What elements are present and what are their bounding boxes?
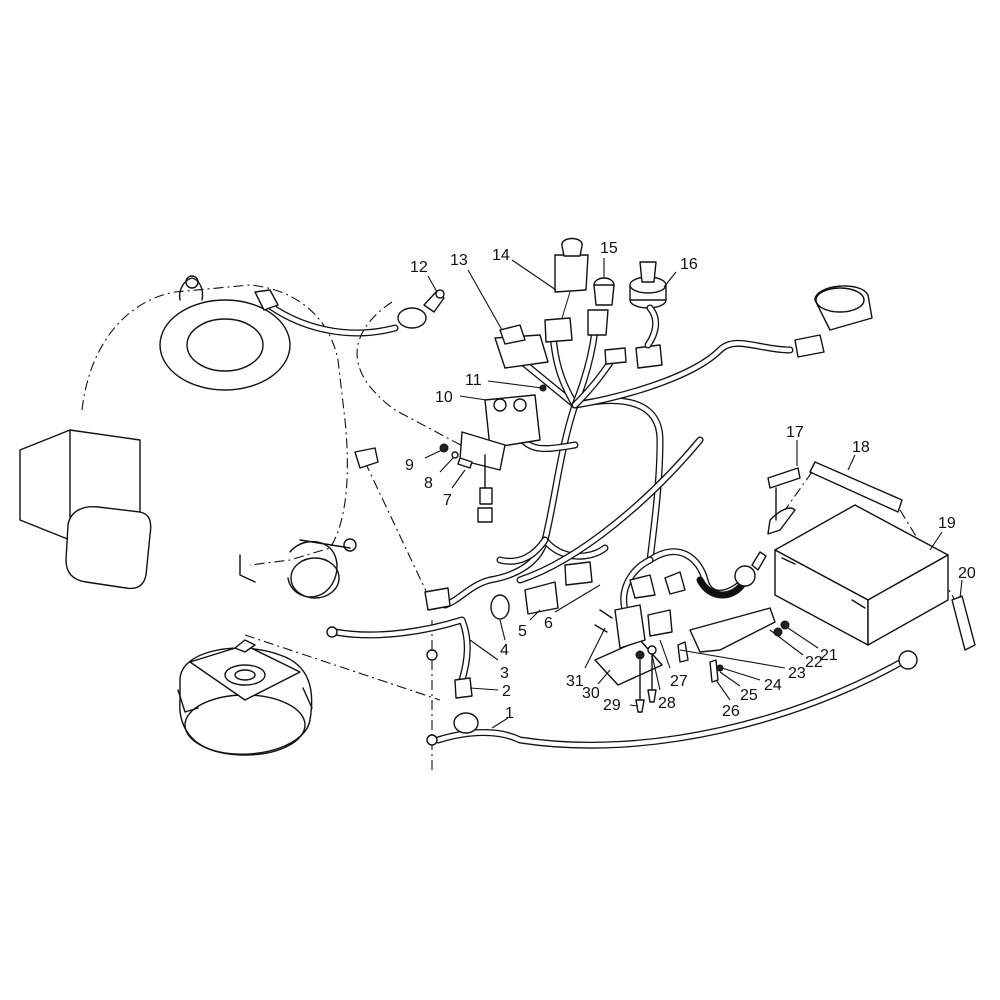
callout-10: 10	[435, 389, 487, 406]
battery	[774, 504, 949, 646]
svg-text:4: 4	[500, 642, 509, 659]
fuse-holder	[664, 571, 686, 595]
svg-text:22: 22	[805, 654, 823, 671]
engine	[19, 275, 357, 599]
svg-text:24: 24	[764, 677, 782, 694]
svg-text:12: 12	[410, 259, 428, 276]
engine-connector	[354, 447, 379, 469]
callout-4: 4	[499, 619, 509, 659]
svg-text:10: 10	[435, 389, 453, 406]
hold-down-20	[951, 595, 976, 651]
callout-22: 22	[769, 629, 823, 671]
callout-26: 26	[715, 679, 740, 720]
svg-text:8: 8	[424, 475, 433, 492]
routing-line	[364, 461, 436, 611]
svg-text:16: 16	[680, 256, 698, 273]
connector-2	[454, 677, 473, 699]
battery-bracket	[677, 607, 790, 683]
spark-plug-cable	[254, 289, 445, 337]
svg-text:2: 2	[502, 683, 511, 700]
svg-text:3: 3	[500, 665, 509, 682]
svg-text:27: 27	[670, 673, 688, 690]
callout-30: 30	[582, 669, 611, 702]
svg-text:23: 23	[788, 665, 806, 682]
svg-text:17: 17	[786, 424, 804, 441]
connector-6	[564, 561, 593, 586]
callouts: 1 2 3 4 5 6 7 8 9 10 11 12 13 14 15 16 1…	[405, 240, 976, 729]
svg-text:31: 31	[566, 673, 584, 690]
callout-23: 23	[679, 649, 806, 682]
callout-24: 24	[721, 667, 782, 694]
routing-line	[244, 634, 441, 701]
svg-text:25: 25	[740, 687, 758, 704]
svg-text:21: 21	[820, 647, 838, 664]
callout-7: 7	[443, 469, 466, 509]
routing-line	[356, 301, 471, 451]
callout-18: 18	[847, 439, 870, 471]
svg-text:11: 11	[465, 372, 482, 389]
ignition-switch-16	[604, 261, 667, 369]
relay-13-tab	[499, 324, 526, 345]
svg-text:18: 18	[852, 439, 870, 456]
svg-text:1: 1	[505, 705, 514, 722]
svg-text:7: 7	[443, 492, 452, 509]
callout-28: 28	[651, 654, 676, 712]
svg-text:15: 15	[600, 240, 618, 257]
callout-14: 14	[492, 247, 557, 291]
svg-text:26: 26	[722, 703, 740, 720]
callout-8: 8	[424, 457, 454, 492]
callout-17: 17	[786, 424, 804, 466]
solenoid-10	[484, 394, 541, 449]
callout-29: 29	[603, 697, 639, 714]
callout-13: 13	[450, 252, 503, 331]
svg-text:20: 20	[958, 565, 976, 582]
callout-31: 31	[566, 627, 606, 690]
svg-text:14: 14	[492, 247, 510, 264]
callout-21: 21	[787, 627, 838, 664]
callout-12: 12	[410, 259, 438, 293]
callout-3: 3	[469, 639, 509, 682]
callout-27: 27	[659, 639, 688, 690]
callout-9: 9	[405, 449, 443, 474]
svg-text:19: 19	[938, 515, 956, 532]
bracket-assembly	[594, 604, 673, 713]
callout-16: 16	[663, 256, 698, 288]
callout-6: 6	[544, 584, 601, 632]
callout-11: 11	[465, 372, 543, 389]
svg-text:30: 30	[582, 685, 600, 702]
seat-switch	[794, 285, 873, 358]
battery-cable-1	[426, 650, 918, 749]
switch-14	[544, 237, 589, 343]
svg-text:29: 29	[603, 697, 621, 714]
ground-wire-3	[326, 587, 471, 684]
positive-cable	[696, 551, 767, 599]
svg-text:13: 13	[450, 252, 468, 269]
connector-15	[587, 277, 615, 336]
plunger-switch-4	[490, 594, 510, 620]
callout-19: 19	[929, 515, 956, 551]
callout-5: 5	[518, 609, 541, 640]
fuse-holder	[629, 574, 656, 599]
callout-1: 1	[491, 705, 514, 729]
callout-2: 2	[469, 683, 511, 700]
switch-5	[524, 581, 559, 615]
svg-text:5: 5	[518, 623, 527, 640]
svg-text:6: 6	[544, 615, 553, 632]
callout-25: 25	[719, 671, 758, 704]
regulator-bracket	[439, 431, 506, 523]
callout-15: 15	[600, 240, 618, 278]
svg-text:9: 9	[405, 457, 414, 474]
svg-text:28: 28	[658, 695, 676, 712]
callout-20: 20	[958, 565, 976, 599]
pto-clutch	[177, 639, 313, 756]
